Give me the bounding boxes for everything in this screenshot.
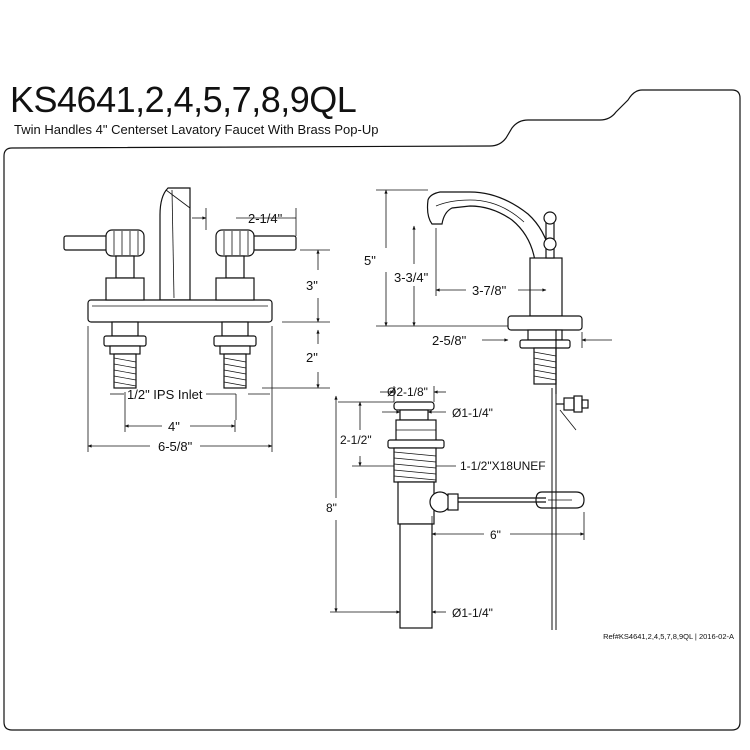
dim-rod-reach: 6" — [490, 528, 501, 542]
dim-handle-to-spout: 2-1/4" — [248, 211, 283, 226]
dim-spout-reach: 3-7/8" — [472, 283, 507, 298]
dim-spout-height: 3-3/4" — [394, 270, 429, 285]
drain-dimensions — [330, 386, 585, 614]
dim-tailpiece-diameter-bottom: Ø1-1/4" — [452, 606, 493, 620]
front-view-dimensions — [87, 208, 330, 452]
reference-number: Ref#KS4641,2,4,5,7,8,9QL | 2016-02-A — [603, 632, 734, 641]
side-view-labels: 5" 3-3/4" 3-7/8" 2-5/8" — [364, 253, 507, 348]
dim-flange-diameter: Ø2-1/8" — [387, 385, 428, 399]
dim-overall-width: 6-5/8" — [158, 439, 193, 454]
dim-base-depth: 2-5/8" — [432, 333, 467, 348]
dim-centerset: 4" — [168, 419, 180, 434]
drawing-frame — [3, 89, 741, 731]
dim-body-height: 3" — [306, 278, 318, 293]
dim-tailpiece-diameter-top: Ø1-1/4" — [452, 406, 493, 420]
dim-inlet-height: 2" — [306, 350, 318, 365]
dim-flange-height: 2-1/2" — [340, 433, 372, 447]
front-view-labels: 2-1/4" 3" 2" 1/2" IPS Inlet 4" 6-5/8" — [127, 211, 318, 454]
front-view-faucet — [63, 187, 297, 389]
dim-drain-length: 8" — [326, 501, 337, 515]
product-description: Twin Handles 4" Centerset Lavatory Fauce… — [14, 122, 379, 137]
model-number: KS4641,2,4,5,7,8,9QL — [10, 79, 357, 120]
pivot-rod-clevis — [458, 388, 589, 630]
dim-thread: 1-1/2"X18UNEF — [460, 459, 546, 473]
side-view-faucet — [426, 191, 583, 394]
dim-inlet-label: 1/2" IPS Inlet — [127, 387, 203, 402]
side-view-dimensions — [376, 189, 612, 348]
drain-assembly — [387, 401, 459, 629]
drain-labels: Ø2-1/8" Ø1-1/4" 2-1/2" 1-1/2"X18UNEF 8" … — [326, 385, 546, 620]
dim-overall-height: 5" — [364, 253, 376, 268]
